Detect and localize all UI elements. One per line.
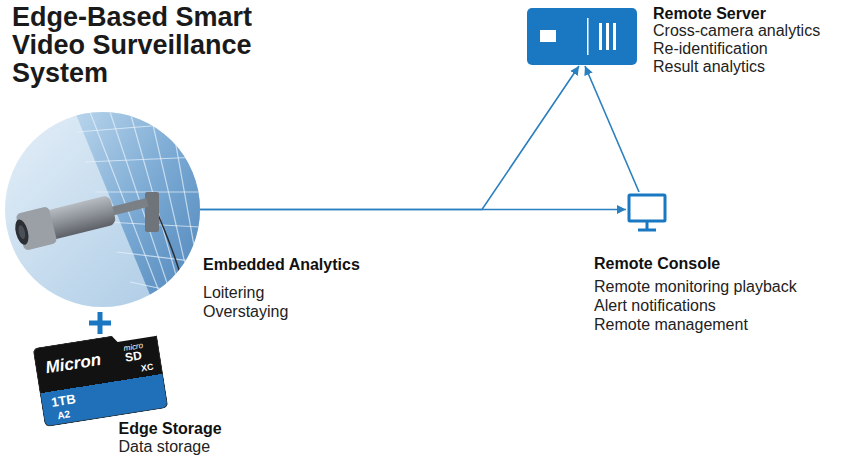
node-heading: Remote Server xyxy=(653,5,766,23)
camera-node: Embedded AnalyticsLoiteringOverstaying xyxy=(5,112,200,307)
microsd-card: MicronmicroSDXC1TBA2 xyxy=(32,329,168,428)
node-body-text: Remote monitoring playback xyxy=(594,278,797,296)
node-body-text: Overstaying xyxy=(203,303,288,321)
card-format-mark: SD xyxy=(124,349,142,363)
network-connector xyxy=(585,66,639,192)
node-body-text: Result analytics xyxy=(653,58,765,76)
camera-photo xyxy=(5,112,200,307)
node-body-text: Data storage xyxy=(119,438,211,456)
server-icon xyxy=(527,8,637,65)
plus-symbol xyxy=(88,311,112,335)
node-heading: Remote Console xyxy=(594,255,720,273)
monitor-icon xyxy=(627,193,667,233)
console-node: Remote ConsoleRemote monitoring playback… xyxy=(627,193,667,233)
network-connector xyxy=(200,66,579,210)
brand-logo: Micron xyxy=(44,351,102,377)
network-connector xyxy=(200,209,626,211)
edge-storage-node: Edge StorageData storage xyxy=(38,338,163,418)
node-body-text: Cross-camera analytics xyxy=(653,22,820,40)
node-heading: Edge Storage xyxy=(119,420,222,438)
class-label: A2 xyxy=(56,408,70,421)
node-body-text: Alert notifications xyxy=(594,297,716,315)
node-body-text: Remote management xyxy=(594,316,748,334)
node-body-text: Re-identification xyxy=(653,40,768,58)
server-node: Remote ServerCross-camera analyticsRe-id… xyxy=(527,8,637,65)
capacity-label: 1TB xyxy=(50,392,76,410)
node-body-text: Loitering xyxy=(203,284,264,302)
card-format-mark: XC xyxy=(140,362,154,374)
node-heading: Embedded Analytics xyxy=(203,256,360,274)
diagram-title: Edge-Based Smart Video Surveillance Syst… xyxy=(12,3,270,87)
